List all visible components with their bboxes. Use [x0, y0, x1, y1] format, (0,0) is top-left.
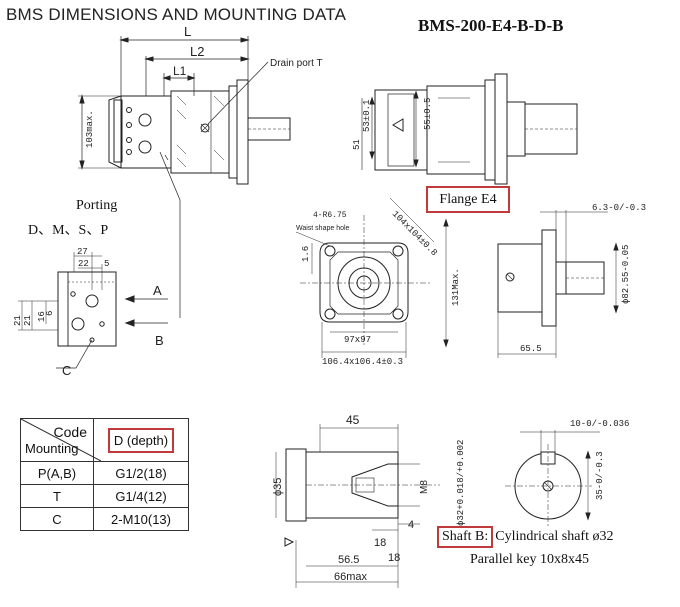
header-diagonal — [21, 419, 101, 461]
shaft-dim-18b: 18 — [388, 552, 400, 564]
porting-title: Porting — [76, 198, 118, 213]
flange-front-view: 4-R6.75 Waist shape hole 104x104±0.8 1.6… — [295, 197, 461, 367]
dim-21b: 21 — [23, 315, 33, 326]
table-cell-mounting: C — [20, 507, 94, 531]
shaft-view: 45 ϕ35 M8 ϕ32+0.018/+0.002 18 4 18 56.5 … — [272, 413, 466, 588]
depth-header: D (depth) — [107, 427, 175, 453]
shaft-dim-32: ϕ32+0.018/+0.002 — [456, 440, 466, 526]
porting-detail: 27 22 5 21 21 16 6 A B C — [13, 247, 168, 378]
shaft-key: Parallel key 10x8x45 — [470, 552, 589, 567]
shaft-dim-66: 66max — [334, 571, 368, 583]
table-row: P(A,B) G1/2(18) — [20, 461, 189, 485]
table-cell-mounting: T — [20, 484, 94, 508]
flange-dim-97: 97x97 — [344, 335, 371, 345]
table-cell-mounting: P(A,B) — [20, 461, 94, 485]
shaft-dim-4: 4 — [408, 519, 414, 531]
dim-height: 103max. — [85, 110, 95, 148]
flange-dim-16: 1.6 — [301, 246, 311, 262]
flange-side-dim-63: 6.3-0/-0.3 — [592, 203, 646, 213]
port-A-label: A — [153, 283, 162, 298]
dim-5a: 5 — [104, 259, 109, 269]
port-C-label: C — [62, 363, 71, 378]
key-depth-dim: 35-0/-0.3 — [595, 451, 605, 500]
table-header-depth: D (depth) — [93, 418, 189, 462]
dim-27: 27 — [77, 247, 88, 257]
top-right-view: 53±0.1 55±0.5 51 — [352, 73, 578, 185]
side-view: L L2 L1 — [78, 24, 323, 318]
model-code: BMS-200-E4-B-D-B — [418, 16, 564, 35]
dim-L1: L1 — [173, 64, 187, 78]
table-row: T G1/4(12) — [20, 484, 189, 508]
shaft-description: Cylindrical shaft ø32 — [495, 529, 614, 544]
table-header-row: Code Mounting D (depth) — [20, 418, 189, 462]
flange-dim-131: 131Max. — [451, 268, 461, 306]
table-row: C 2-M10(13) — [20, 507, 189, 531]
shaft-tag: Shaft B: — [437, 526, 494, 548]
dim-22: 22 — [78, 259, 89, 269]
flange-hole-label: 4-R6.75 — [313, 211, 347, 220]
flange-side-view: 6.3-0/-0.3 ϕ82.55-0.05 65.5 — [497, 203, 646, 358]
dim-L: L — [184, 24, 191, 39]
header-mounting: Mounting — [25, 441, 79, 456]
shaft-dim-35: ϕ35 — [272, 478, 284, 496]
table-cell-value: G1/2(18) — [93, 461, 189, 485]
porting-codes: D、M、S、P — [28, 223, 109, 238]
dim-53: 53±0.1 — [362, 100, 372, 132]
flange-side-dim-82: ϕ82.55-0.05 — [621, 245, 631, 304]
page-title: BMS DIMENSIONS AND MOUNTING DATA — [6, 5, 347, 24]
dim-21a: 21 — [13, 315, 23, 326]
table-cell-value: 2-M10(13) — [93, 507, 189, 531]
flange-dim-106: 106.4x106.4±0.3 — [322, 357, 403, 367]
table-header-corner: Code Mounting — [20, 418, 101, 462]
dim-16: 16 — [37, 311, 47, 322]
port-B-label: B — [155, 333, 164, 348]
flange-diag: 104x104±0.8 — [390, 209, 439, 258]
drain-port-label: Drain port T — [270, 58, 323, 69]
header-code: Code — [53, 424, 87, 440]
shaft-dim-45: 45 — [346, 413, 360, 427]
shaft-cross-section: 10-0/-0.036 35-0/-0.3 — [505, 419, 629, 528]
dim-6: 6 — [45, 311, 55, 316]
shaft-label: Shaft B: Cylindrical shaft ø32 — [437, 526, 613, 548]
flange-side-dim-65: 65.5 — [520, 344, 542, 354]
dim-55: 55±0.5 — [423, 98, 433, 130]
shaft-dim-m8: M8 — [419, 480, 430, 494]
dim-51: 51 — [352, 139, 362, 150]
dim-L2: L2 — [190, 44, 204, 59]
key-width-dim: 10-0/-0.036 — [570, 419, 629, 429]
code-table: Code Mounting D (depth) P(A,B) G1/2(18) … — [20, 418, 189, 531]
shaft-dim-565: 56.5 — [338, 554, 359, 566]
flange-label: Flange E4 — [426, 186, 510, 213]
flange-waist-label: Waist shape hole — [296, 225, 350, 232]
shaft-dim-18a: 18 — [374, 537, 386, 549]
table-cell-value: G1/4(12) — [93, 484, 189, 508]
